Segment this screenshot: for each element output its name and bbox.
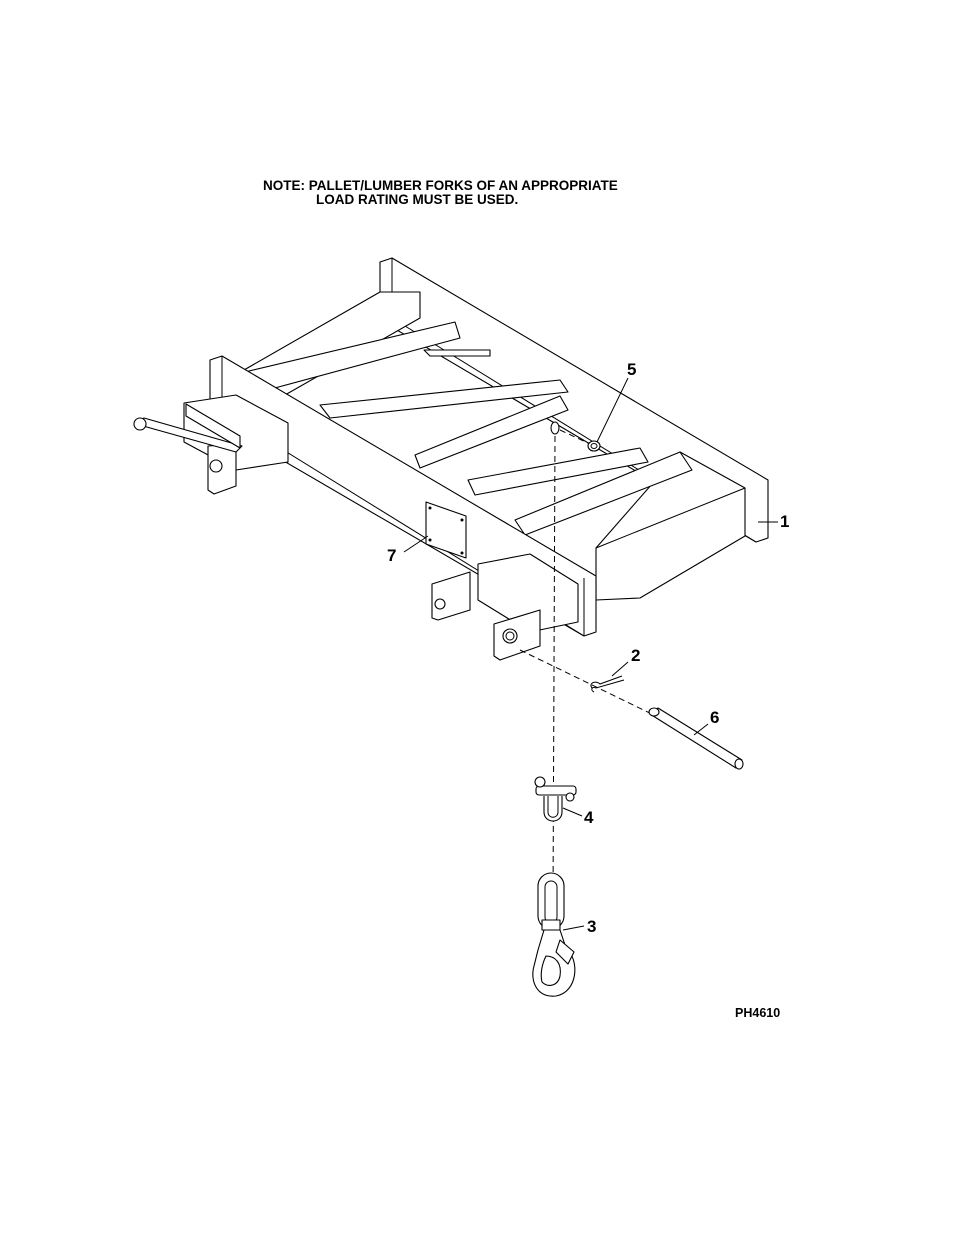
assembly-line-pin [519, 649, 661, 719]
leader-6 [693, 723, 709, 736]
callout-2: 2 [631, 646, 641, 665]
name-plate [425, 501, 467, 559]
callout-1: 1 [780, 512, 790, 531]
swivel-hook [532, 872, 576, 997]
leader-7 [403, 535, 429, 553]
right-bracket-hole [434, 598, 446, 610]
callout-3: 3 [587, 917, 597, 936]
cross-member-5 [514, 451, 693, 536]
note-text: NOTE: PALLET/LUMBER FORKS OF AN APPROPRI… [263, 179, 618, 207]
leader-5 [596, 377, 629, 443]
center-lug-hole [550, 421, 560, 435]
cross-member-3 [414, 395, 569, 469]
leader-4 [562, 807, 583, 817]
cotter-pin [590, 675, 625, 693]
bushing [587, 440, 601, 452]
callout-7: 7 [387, 546, 397, 565]
assembly-line-bushing [559, 429, 591, 445]
cross-member-4 [467, 447, 649, 496]
leader-3 [562, 925, 585, 931]
figure-id: PH4610 [735, 1006, 781, 1020]
left-pin-hole [209, 459, 223, 473]
leader-2 [611, 661, 629, 677]
right-fork-pocket [477, 553, 579, 633]
assembly-line-vertical [552, 435, 556, 901]
cross-member-2 [319, 379, 569, 419]
right-fork-bracket-rear [431, 571, 471, 621]
callout-4: 4 [584, 808, 594, 827]
shackle [534, 776, 577, 822]
center-wedge [423, 349, 491, 357]
right-pin-hole [502, 628, 518, 644]
note-line-1: NOTE: PALLET/LUMBER FORKS OF AN APPROPRI… [263, 178, 618, 193]
callout-5: 5 [627, 360, 637, 379]
callout-6: 6 [710, 708, 720, 727]
hitch-pin [649, 707, 743, 769]
left-pin-head [133, 417, 147, 431]
note-line-2: LOAD RATING MUST BE USED. [316, 192, 519, 207]
